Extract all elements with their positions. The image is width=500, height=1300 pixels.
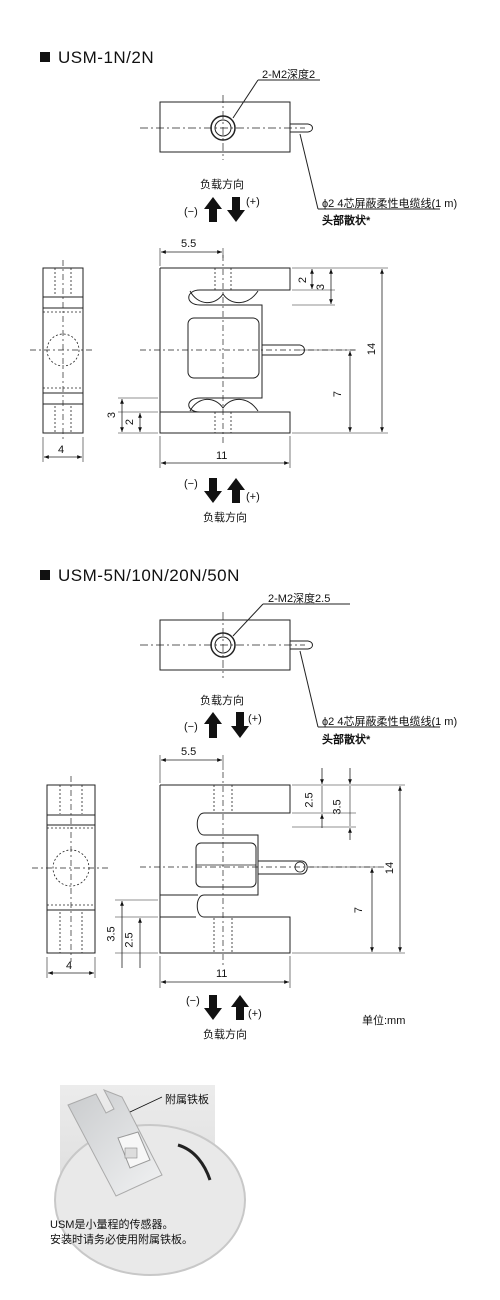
s1-load-arrows-bottom	[204, 478, 245, 503]
s2-dim-bottom-width: 11	[216, 968, 228, 980]
s1-dim-side-width: 4	[58, 444, 65, 456]
s1-load-direction-top: 负载方向	[200, 179, 244, 191]
s2-load-arrows-bottom	[204, 995, 249, 1020]
s1-hole-label: 2-M2深度2	[262, 69, 316, 81]
s1-dim-upper-b: 3	[315, 283, 328, 291]
bullet-square-icon	[40, 570, 50, 580]
s2-dim-lower-b: 2.5	[123, 932, 136, 948]
s1-front-view	[118, 248, 388, 468]
s1-dim-height-half: 7	[332, 390, 345, 398]
s2-minus-bottom: (−)	[186, 995, 200, 1007]
s2-dim-lower-a: 3.5	[105, 926, 118, 942]
s2-dim-top-width: 5.5	[181, 746, 197, 758]
s2-side-view	[32, 776, 108, 978]
s2-dim-side-width: 4	[66, 960, 73, 972]
s1-dim-upper-a: 2	[297, 276, 310, 284]
s1-side-view	[30, 260, 95, 462]
s1-load-direction-bottom: 负载方向	[203, 512, 247, 524]
s1-minus-bottom: (−)	[184, 478, 198, 490]
s1-minus-top: (−)	[184, 206, 198, 218]
s2-cable-end-label: 头部散状*	[322, 734, 371, 746]
section-title-2: USM-5N/10N/20N/50N	[40, 566, 240, 586]
s1-dim-lower-b: 2	[124, 418, 137, 426]
s1-cable-end-label: 头部散状*	[322, 215, 371, 227]
s2-front-view	[115, 755, 405, 988]
s2-minus-top: (−)	[184, 721, 198, 733]
s2-dim-height-half: 7	[353, 906, 366, 914]
s1-plus-bottom: (+)	[246, 491, 260, 503]
s1-plus-top: (+)	[246, 196, 260, 208]
s2-dim-upper-a: 2.5	[303, 792, 316, 808]
s1-dim-top-width: 5.5	[181, 238, 197, 250]
section-title-1-text: USM-1N/2N	[58, 48, 155, 67]
s2-plus-bottom: (+)	[248, 1008, 262, 1020]
s1-dim-height-total: 14	[366, 342, 379, 356]
s2-dim-height-total: 14	[384, 861, 397, 875]
iron-plate-label: 附属铁板	[165, 1094, 209, 1106]
s1-cable-label: ϕ2 4芯屏蔽柔性电缆线(1 m)	[322, 198, 458, 210]
s2-cable-label: ϕ2 4芯屏蔽柔性电缆线(1 m)	[322, 716, 458, 728]
s2-hole-label: 2-M2深度2.5	[268, 593, 331, 605]
s2-load-direction-bottom: 负载方向	[203, 1029, 247, 1041]
s2-plus-top: (+)	[248, 713, 262, 725]
s1-top-view	[140, 79, 440, 210]
usm-note-line2: 安装时请务必使用附属铁板。	[50, 1234, 193, 1246]
section-title-1: USM-1N/2N	[40, 48, 154, 68]
s2-top-view	[140, 603, 440, 728]
s1-dim-bottom-width: 11	[216, 450, 228, 462]
section-title-2-text: USM-5N/10N/20N/50N	[58, 566, 240, 585]
s2-load-arrows-top	[204, 712, 249, 738]
iron-plate-photo	[54, 1085, 246, 1276]
s2-dim-upper-b: 3.5	[331, 799, 344, 815]
unit-label: 单位:mm	[362, 1015, 406, 1027]
bullet-square-icon	[40, 52, 50, 62]
s2-load-direction-top: 负载方向	[200, 695, 244, 707]
usm-note-line1: USM是小量程的传感器。	[50, 1219, 174, 1231]
s1-load-arrows-top	[204, 197, 245, 222]
s1-dim-lower-a: 3	[106, 411, 119, 419]
